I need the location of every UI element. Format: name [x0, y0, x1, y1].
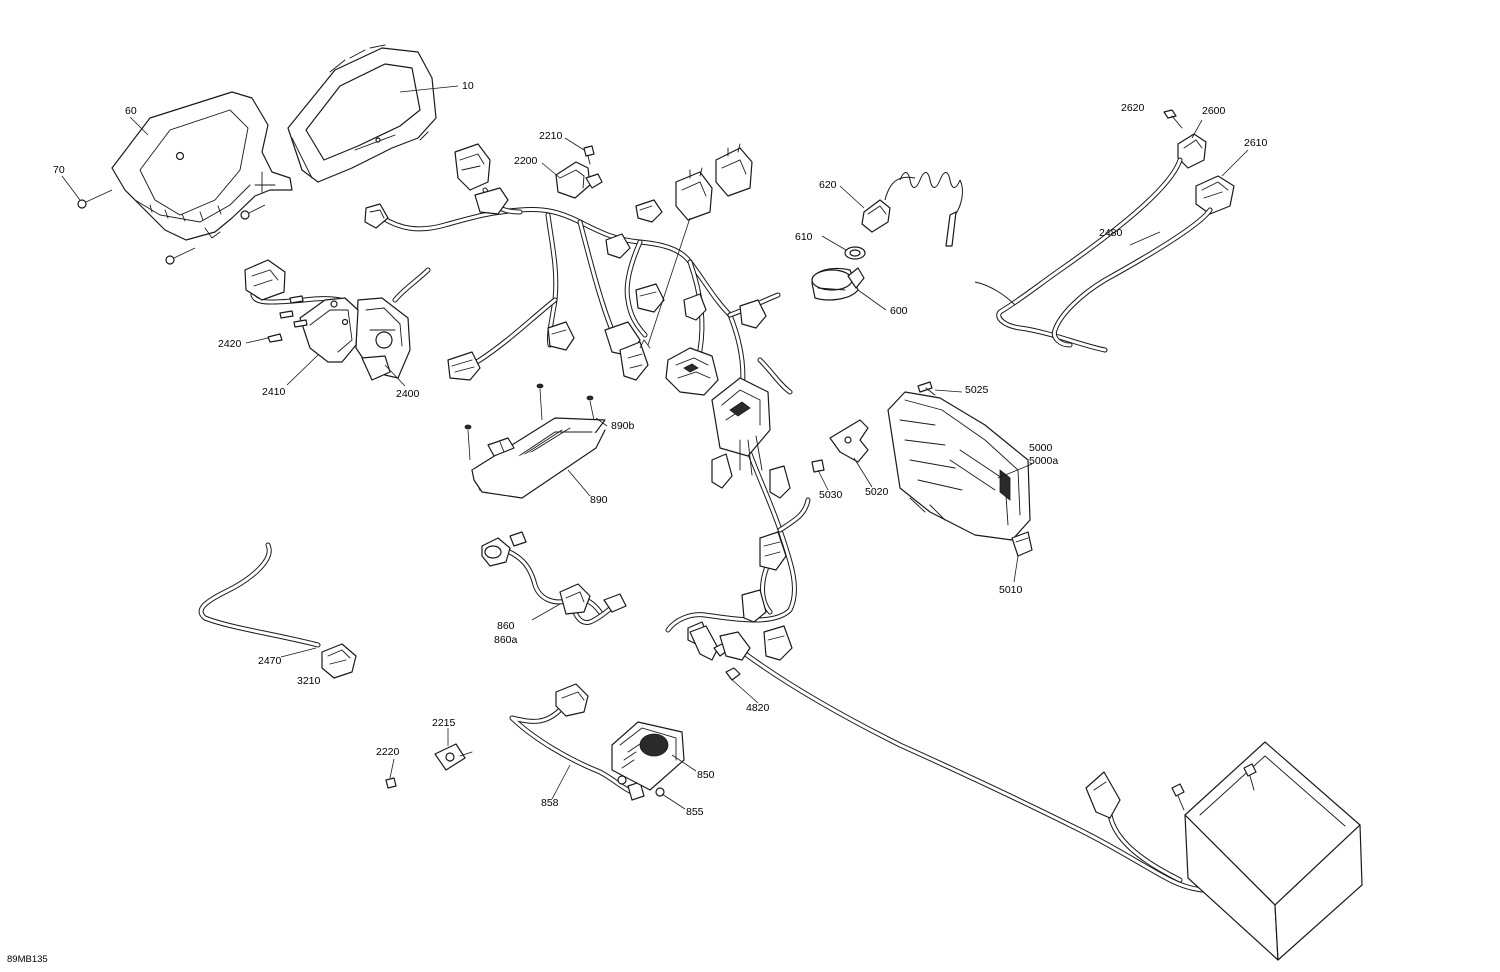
callout-4820: 4820	[746, 702, 770, 714]
callout-60: 60	[125, 105, 137, 117]
callout-890: 890	[590, 494, 608, 506]
ecu-5000	[887, 391, 1031, 541]
dess-key-620	[861, 172, 963, 247]
callout-2600: 2600	[1202, 105, 1226, 117]
screw-890b	[464, 383, 595, 461]
callout-610: 610	[795, 231, 813, 243]
bracket-5020	[829, 419, 869, 463]
harness-858	[509, 683, 645, 801]
screw-5025	[917, 381, 936, 396]
nut-5030	[811, 459, 825, 473]
screw-2210	[583, 145, 595, 165]
cluster-support-bracket-60	[111, 91, 293, 241]
callout-2410: 2410	[262, 386, 286, 398]
callout-5000a: 5000a	[1029, 455, 1058, 467]
callout-5010: 5010	[999, 584, 1023, 596]
sub-harness-860	[481, 531, 627, 626]
leader-lines	[61, 85, 1249, 810]
callout-5020: 5020	[865, 486, 889, 498]
callout-2620: 2620	[1121, 102, 1145, 114]
harness-2480	[974, 157, 1213, 353]
callout-2400: 2400	[396, 388, 420, 400]
sensor-2215	[434, 743, 473, 771]
callout-600: 600	[890, 305, 908, 317]
nut-610	[844, 246, 866, 260]
callout-2470: 2470	[258, 655, 282, 667]
screw-2420	[267, 295, 308, 343]
diagram-id-label: 89MB135	[7, 954, 48, 965]
callout-3210: 3210	[297, 675, 321, 687]
callout-2610: 2610	[1244, 137, 1268, 149]
callout-855: 855	[686, 806, 704, 818]
harness-2470	[198, 542, 321, 648]
callout-2220: 2220	[376, 746, 400, 758]
screw-2620	[1163, 109, 1183, 129]
callout-858: 858	[541, 797, 559, 809]
battery-cable	[719, 631, 1228, 893]
callout-5000: 5000	[1029, 442, 1053, 454]
screw-2220	[385, 777, 397, 789]
callout-labels: 10 60 70 2210 2200 620 610 600 2620 2600…	[7, 80, 1268, 965]
callout-860: 860	[497, 620, 515, 632]
harness-connectors	[364, 143, 793, 661]
callout-10: 10	[462, 80, 474, 92]
controller-850	[611, 721, 685, 791]
callout-2200: 2200	[514, 155, 538, 167]
callout-860a: 860a	[494, 634, 518, 646]
callout-70: 70	[53, 164, 65, 176]
switch-harness-2400	[244, 259, 431, 381]
instrument-cluster-10	[287, 44, 437, 183]
callout-5025: 5025	[965, 384, 989, 396]
harness-tray-890	[471, 417, 606, 499]
callout-850: 850	[697, 769, 715, 781]
callout-2210: 2210	[539, 130, 563, 142]
callout-2215: 2215	[432, 717, 456, 729]
callout-2420: 2420	[218, 338, 242, 350]
connector-5010	[1011, 531, 1033, 557]
screw-70	[77, 189, 266, 265]
dess-post-600	[811, 267, 865, 301]
callout-2480: 2480	[1099, 227, 1123, 239]
connector-2600	[1177, 133, 1207, 169]
battery	[1171, 741, 1363, 961]
callout-890b: 890b	[611, 420, 635, 432]
connector-3210	[321, 643, 357, 679]
callout-5030: 5030	[819, 489, 843, 501]
sensor-2200	[555, 161, 603, 199]
callout-620: 620	[819, 179, 837, 191]
switch-housing-2410	[299, 297, 359, 363]
connector-2610	[1195, 175, 1235, 215]
